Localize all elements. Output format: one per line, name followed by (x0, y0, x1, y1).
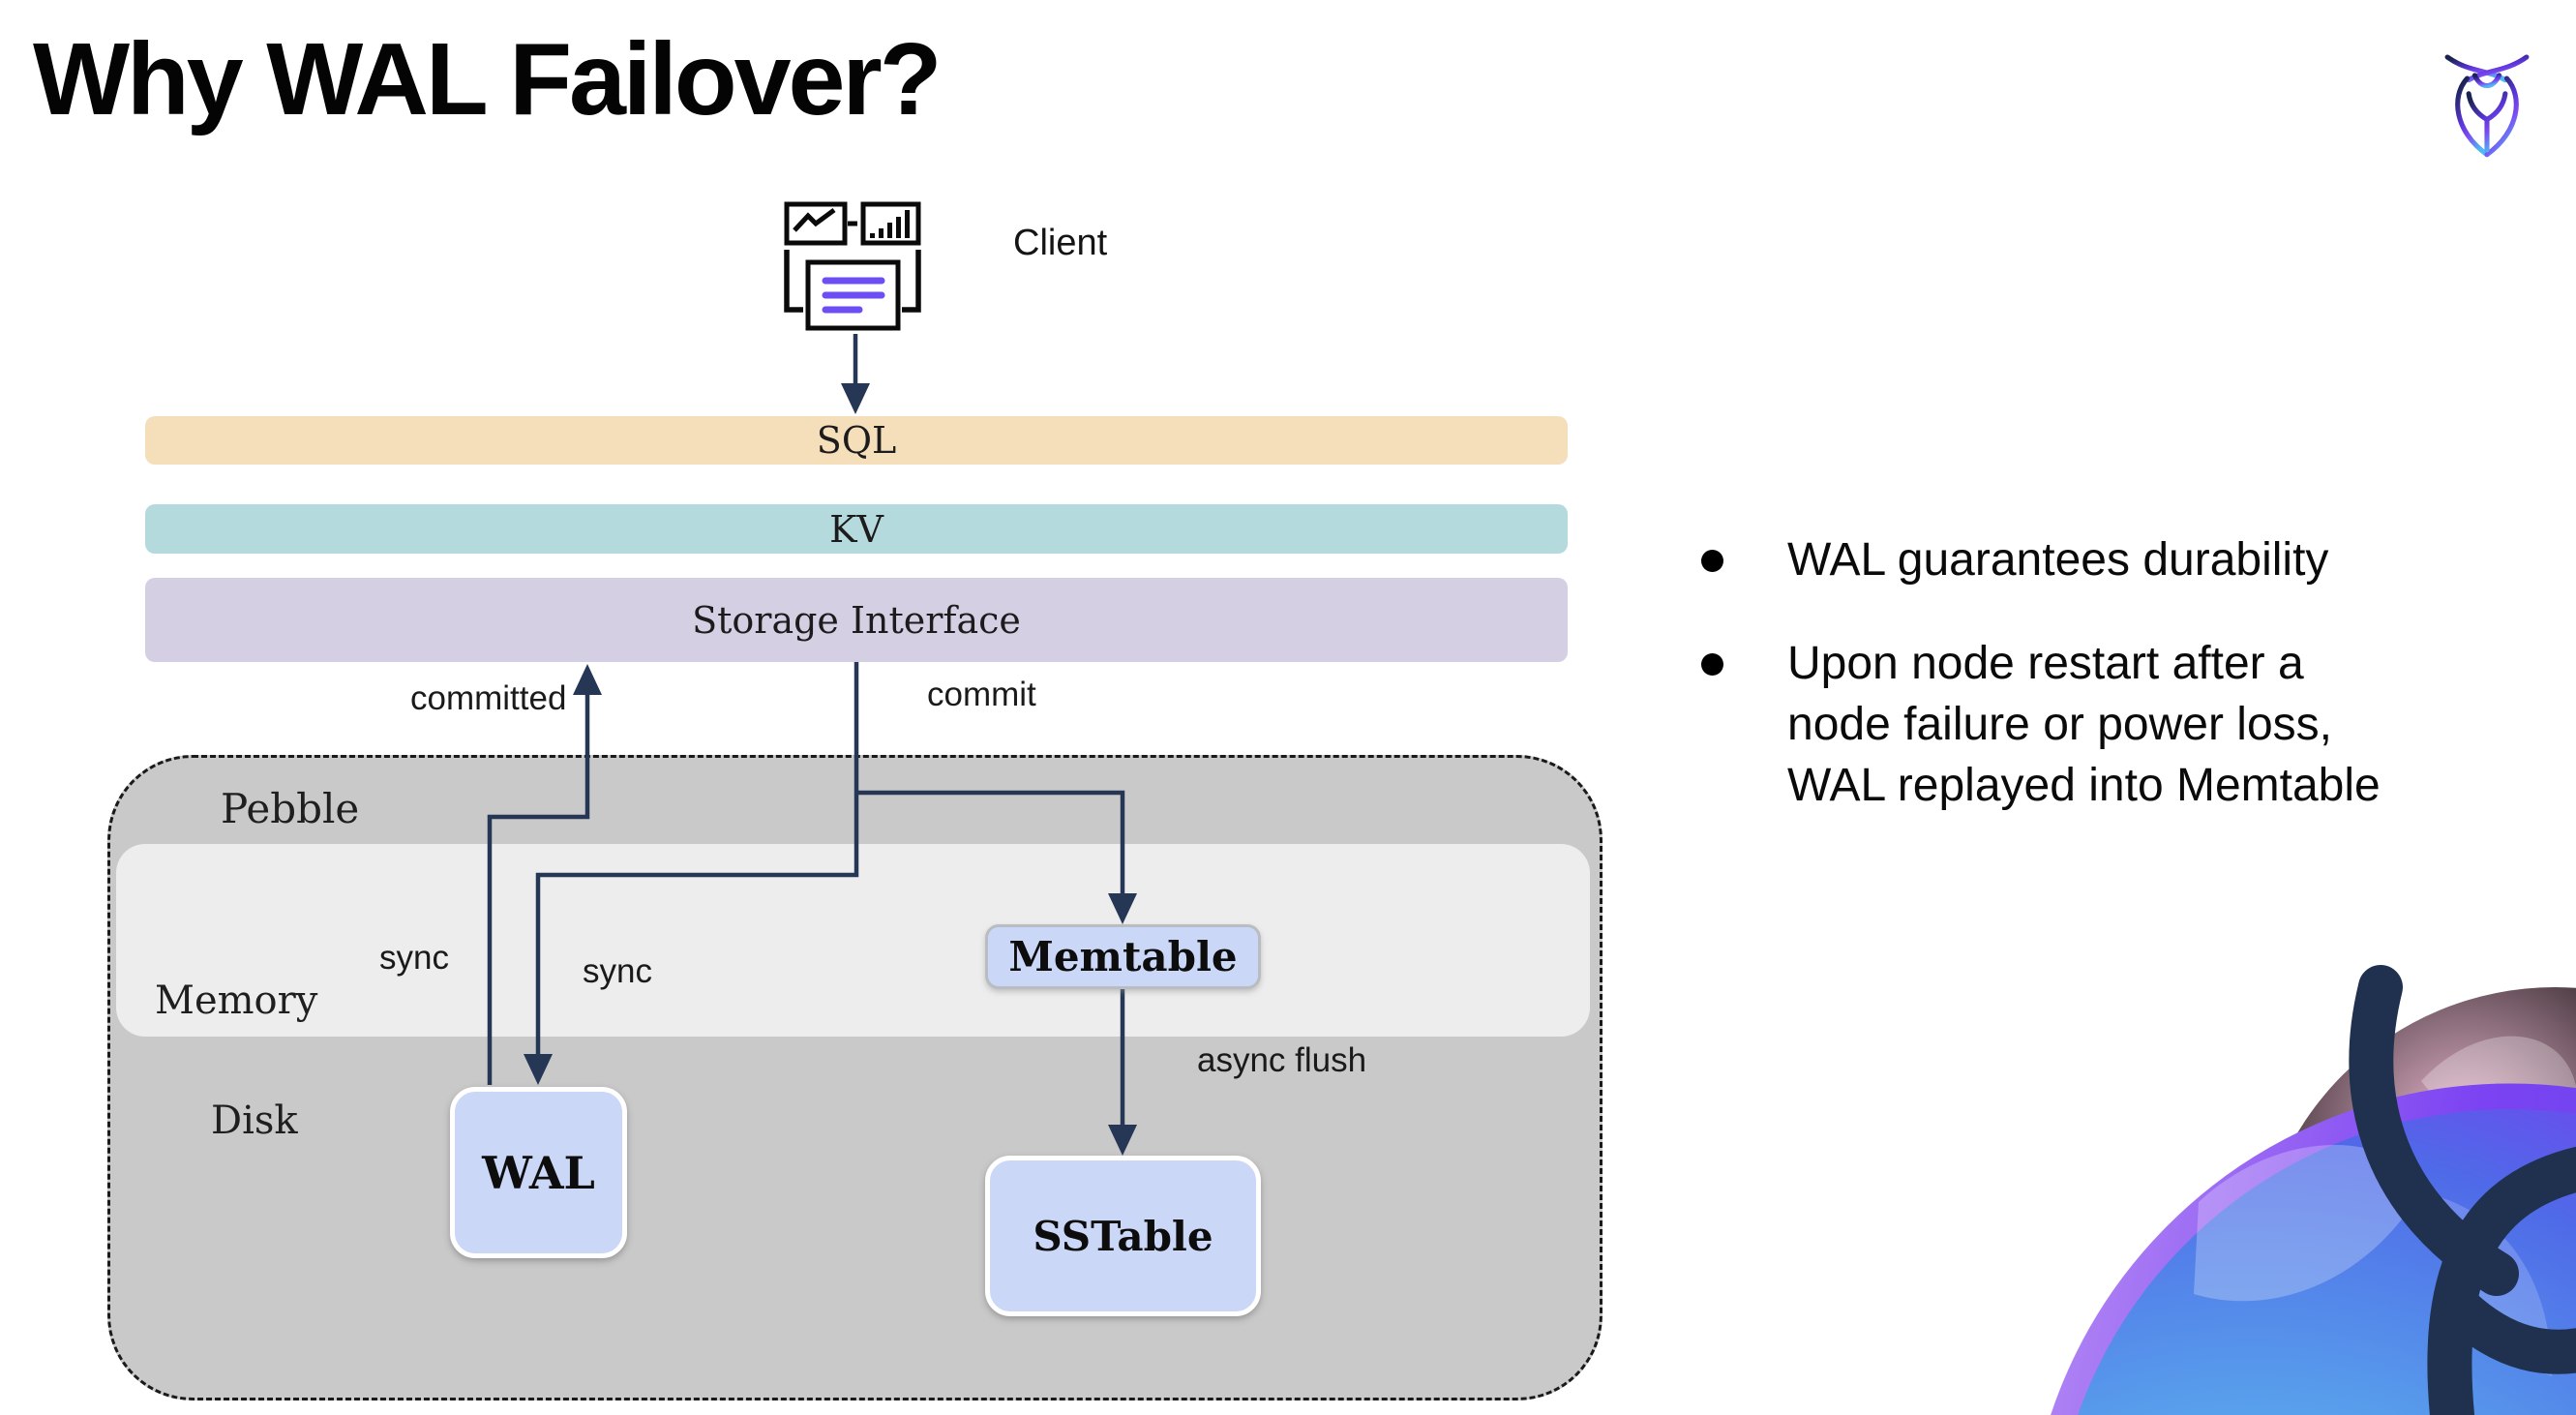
pebble-container: Pebble Memory Disk (107, 755, 1603, 1400)
layer-label-kv: KV (829, 507, 884, 551)
logo-inner-lens (2471, 73, 2502, 89)
purple-ring (2051, 1083, 2576, 1415)
edge-label-committed: committed (410, 679, 567, 717)
bracket-left (784, 250, 803, 313)
node-wal-label: WAL (482, 1146, 595, 1199)
node-sstable: SSTable (985, 1156, 1261, 1316)
client-label: Client (1013, 223, 1108, 263)
edge-label-async-flush: async flush (1197, 1041, 1367, 1079)
logo-stem (2466, 91, 2508, 153)
page-title: Why WAL Failover? (33, 22, 942, 136)
brand-spheres-art (2051, 965, 2576, 1415)
node-memtable: Memtable (985, 924, 1261, 989)
bullet-text: WAL guarantees durability (1787, 534, 2329, 586)
node-sstable-label: SSTable (1033, 1212, 1213, 1260)
edge-label-commit: commit (927, 676, 1036, 713)
bullet-text: Upon node restart after a node failure o… (1787, 637, 2381, 811)
logo-body-left (2455, 75, 2490, 158)
cockroachdb-logo-icon (2444, 54, 2530, 158)
list-item: WAL guarantees durability (1701, 530, 2533, 591)
bullet-dot (1701, 652, 1723, 676)
disk-label: Disk (211, 1099, 298, 1143)
bullet-dot (1701, 550, 1723, 572)
layer-label-storage-interface: Storage Interface (692, 598, 1021, 642)
list-item: Upon node restart after a node failure o… (1701, 634, 2533, 817)
client-icon (784, 201, 921, 331)
layer-bar-sql: SQL (145, 416, 1568, 465)
logo-body-right (2484, 75, 2519, 158)
document-lines (822, 277, 885, 314)
memory-band (116, 844, 1590, 1037)
node-memtable-label: Memtable (1008, 933, 1238, 980)
layer-bar-storage-interface: Storage Interface (145, 578, 1568, 662)
memory-label: Memory (155, 978, 318, 1023)
edge-label-sync-left: sync (379, 939, 449, 977)
layer-bar-kv: KV (145, 504, 1568, 554)
bracket-right (902, 250, 921, 313)
pebble-label: Pebble (221, 785, 360, 832)
leaf-veins (2349, 965, 2576, 1415)
bullet-list: WAL guarantees durability Upon node rest… (1701, 530, 2533, 859)
edge-label-sync-right: sync (583, 952, 652, 990)
node-wal: WAL (450, 1087, 627, 1258)
layer-label-sql: SQL (816, 419, 897, 462)
